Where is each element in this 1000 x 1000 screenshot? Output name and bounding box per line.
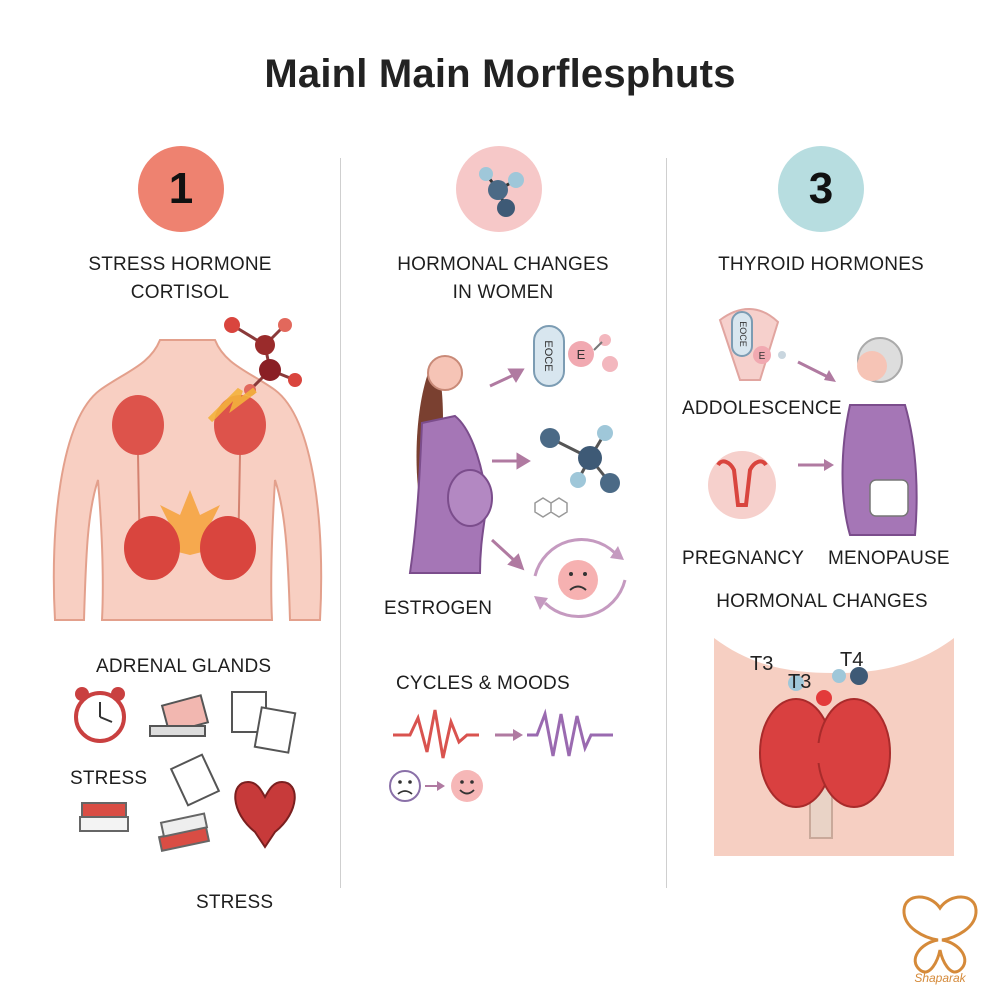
torso [52, 339, 323, 621]
spark-icon [207, 387, 257, 423]
molecule-icon [540, 425, 620, 493]
sad-face-icon [389, 770, 421, 802]
hormone-dot-icon [816, 690, 832, 706]
step-badge-1: 1 [138, 146, 224, 232]
arrow-icon [824, 459, 834, 471]
label-estrogen: ESTROGEN [384, 598, 493, 619]
column-divider [666, 158, 667, 888]
alarm-clock-icon [74, 687, 126, 743]
heading-line: STRESS HORMONE [88, 254, 272, 275]
label-menopause: MENOPAUSE [828, 548, 950, 569]
arrow-icon [824, 370, 836, 382]
heading-line: CORTISOL [130, 282, 230, 303]
hormone-dot-icon [850, 667, 868, 685]
column-heading: STRESS HORMONE CORTISOL [40, 254, 320, 304]
thyroid-tag: T3 [788, 671, 811, 693]
arrow-icon [489, 368, 531, 571]
laptop-icon [149, 694, 210, 737]
arrow-icon [513, 729, 523, 741]
kidney-icon [112, 395, 164, 455]
mood-cycle-icon [533, 538, 627, 618]
thyroid-isthmus [810, 743, 840, 763]
bead-text: E [577, 347, 586, 362]
pregnant-woman-illustration: EOCE E [408, 325, 627, 618]
label-pregnancy: PREGNANCY [682, 548, 805, 569]
pill-text: EOCE [738, 321, 748, 347]
pill-icon [533, 325, 565, 387]
step-badge-3: 3 [778, 146, 864, 232]
label-stress: STRESS [196, 892, 274, 913]
wave-icon [527, 708, 613, 757]
papers-icon [231, 691, 297, 754]
bead-icon [568, 341, 594, 367]
life-stages-illustration: EOCE E [708, 308, 918, 536]
kidney-icon [124, 516, 180, 580]
arrow-icon [437, 781, 445, 791]
document-icon [169, 753, 221, 807]
body-adrenal-illustration [52, 317, 323, 621]
head [427, 355, 463, 391]
kidney-icon [200, 516, 256, 580]
label-adolescence: ADDOLESCENCE [682, 398, 842, 419]
heart-icon [234, 780, 296, 849]
heading-line: IN WOMEN [452, 282, 554, 303]
pill-icon: EOCE E [718, 308, 786, 381]
older-woman-icon [841, 337, 918, 536]
butterfly-logo-icon: Shaparak [902, 895, 978, 985]
books-icon [79, 802, 211, 853]
belly [447, 469, 493, 527]
cortisol-molecule-icon [224, 317, 302, 396]
stress-icons [74, 687, 297, 853]
logo-text: Shaparak [914, 971, 966, 985]
mood-waves [389, 708, 613, 802]
column-heading: THYROID HORMONES [718, 254, 924, 275]
column-divider [340, 158, 341, 888]
thyroid-illustration: T3 T3 T4 [714, 638, 954, 856]
wave-icon [393, 709, 479, 759]
label-stress: STRESS [70, 768, 148, 789]
molecule-badge [456, 146, 542, 232]
hormone-dot-icon [832, 669, 846, 683]
label-adrenal-glands: ADRENAL GLANDS [96, 656, 272, 677]
heading-line: HORMONAL CHANGES [397, 254, 609, 275]
pill-text: EOCE [542, 340, 554, 371]
molecule-icon [479, 167, 524, 217]
label-cycles-moods: CYCLES & MOODS [396, 673, 570, 694]
hormone-dot-icon [788, 675, 804, 691]
thyroid-tag: T3 [750, 653, 773, 675]
hexagon-icon [534, 497, 568, 518]
thyroid-tag: T4 [840, 649, 863, 671]
bead-text: E [759, 351, 766, 362]
label-hormonal-changes: HORMONAL CHANGES [716, 591, 928, 612]
column-heading: HORMONAL CHANGES IN WOMEN [360, 254, 646, 304]
kidney-icon [214, 395, 266, 455]
happy-face-icon [451, 770, 483, 802]
uterus-icon [708, 451, 776, 519]
page-title: Mainl Main Morflesphuts [264, 52, 736, 96]
